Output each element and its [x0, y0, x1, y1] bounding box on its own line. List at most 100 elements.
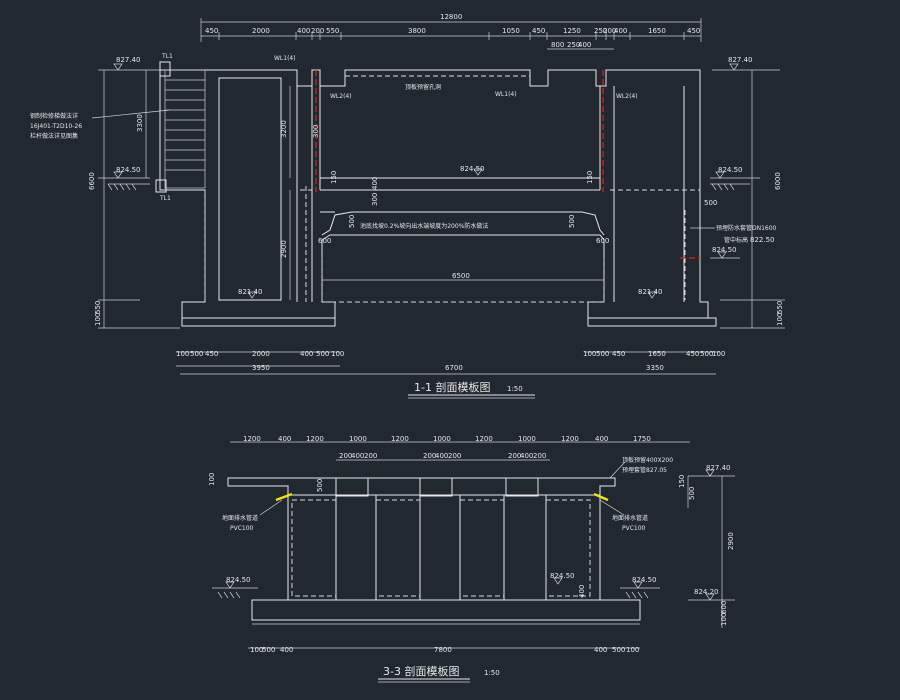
- top-slab-33: [227, 477, 616, 496]
- footing-33: [251, 599, 641, 621]
- elev-triangle: [715, 171, 725, 179]
- top-dim-6: 1050: [502, 27, 520, 35]
- bl-total: 3950: [252, 364, 270, 372]
- note-pipe-1: 预埋防水套管DN1600: [716, 224, 777, 232]
- elev-pipe-2: 824.50: [712, 246, 737, 254]
- bl-dim-2: 450: [205, 350, 218, 358]
- ground-hatch: [107, 183, 137, 191]
- haunch-left: 600: [318, 237, 331, 245]
- br-dim-4: 450: [686, 350, 699, 358]
- note-hole-1: 顶板预留400X200: [622, 456, 673, 464]
- note-pvc-l-2: PVC100: [230, 525, 254, 532]
- dim-100-33: 100: [208, 473, 216, 486]
- bc-total: 6700: [445, 364, 463, 372]
- br-dim-6: 100: [712, 350, 725, 358]
- pvc-left: [275, 492, 293, 502]
- ground-hatch: [711, 183, 735, 191]
- elev-triangle: [633, 581, 643, 589]
- rd-0: 100: [720, 613, 728, 626]
- top-dim2-2: 400: [578, 41, 591, 49]
- t33-7: 1000: [518, 435, 536, 443]
- left-chamber: [218, 77, 282, 301]
- dim-400-33: 400: [578, 585, 586, 598]
- elev-left-33: 824.50: [226, 576, 251, 584]
- bottom-left-b: 550: [94, 301, 102, 314]
- section-1-1-scale: 1:50: [507, 385, 523, 393]
- br-dim-3: 1650: [648, 350, 666, 358]
- t33-5: 1000: [433, 435, 451, 443]
- bottom-right-a: 100: [776, 313, 784, 326]
- sa-2: 200: [364, 452, 377, 460]
- dim-500-c: 500: [704, 199, 717, 207]
- elev-triangle: [717, 251, 727, 259]
- t33-10: 1750: [633, 435, 651, 443]
- elev-right-top: 827.40: [728, 56, 753, 64]
- elev-bottom-right-33: 824.20: [694, 588, 719, 596]
- elev-pipe: 822.50: [750, 236, 775, 244]
- stair-foot: [155, 179, 167, 193]
- top-dim2-0: 800: [551, 41, 564, 49]
- stair-post: [159, 61, 171, 77]
- br-total: 3350: [646, 364, 664, 372]
- elev-left-top: 827.40: [116, 56, 141, 64]
- elev-triangle: [473, 168, 483, 176]
- bl-dim-5: 500: [316, 350, 329, 358]
- note-wall: 顶板预留孔洞: [405, 83, 441, 91]
- note-stair-1: 钢制检修梯做法详: [30, 112, 78, 120]
- elev-triangle: [113, 171, 123, 179]
- bd-l-0: 100: [250, 646, 263, 654]
- sa-0: 200: [339, 452, 352, 460]
- sb-0: 200: [423, 452, 436, 460]
- elev-triangle: [705, 469, 715, 477]
- top-dim-4: 550: [326, 27, 339, 35]
- top-dim-0: 450: [205, 27, 218, 35]
- br-dim-2: 450: [612, 350, 625, 358]
- top-total-dim: 12800: [440, 13, 462, 21]
- dim-2900: 2900: [727, 532, 735, 550]
- top-dim-11: 400: [614, 27, 627, 35]
- slab-openings: [335, 477, 539, 497]
- pvc-right: [593, 492, 609, 502]
- ground-hatch: [625, 591, 649, 599]
- span-inner: 6500: [452, 272, 470, 280]
- dim-150: 150: [330, 171, 338, 184]
- t33-9: 400: [595, 435, 608, 443]
- bl-dim-4: 400: [300, 350, 313, 358]
- note-pvc-r-2: PVC100: [622, 525, 646, 532]
- t33-6: 1200: [475, 435, 493, 443]
- elev-top-right-33: 827.40: [706, 464, 731, 472]
- elev-right-33: 824.50: [632, 576, 657, 584]
- tag-wl1-left: WL1(4): [274, 55, 296, 62]
- section-3-3-scale: 1:50: [484, 669, 500, 677]
- piers-33: [335, 495, 547, 600]
- tag-wl2-right: WL2(4): [616, 93, 638, 100]
- note-pipe-2: 管中标高: [724, 236, 748, 244]
- elev-triangle: [113, 63, 123, 71]
- note-pvc-r-1: 地面排水管道: [612, 514, 648, 522]
- elev-center: 824.50: [460, 165, 485, 173]
- elev-bottom-right: 821.40: [638, 288, 663, 296]
- section-1-1: 12800 450 2000 400 200 550 3800 1050 450…: [30, 13, 785, 399]
- top-dim-13: 450: [687, 27, 700, 35]
- bl-dim-6: 100: [331, 350, 344, 358]
- top-dim-10: 200: [603, 27, 616, 35]
- structure-outline: [159, 69, 709, 319]
- bd-total: 7800: [434, 646, 452, 654]
- tag-tl1: TL1: [161, 53, 173, 60]
- left-footing: [181, 318, 336, 327]
- note-stair-2: 16J401-T2D10-26: [30, 123, 82, 130]
- elev-triangle: [553, 577, 563, 585]
- dim-500-a: 500: [348, 215, 356, 228]
- bd-l-1: 500: [262, 646, 275, 654]
- bl-dim-1: 500: [190, 350, 203, 358]
- elev-triangle: [647, 291, 657, 299]
- elev-mid-33: 824.50: [550, 572, 575, 580]
- t33-0: 1200: [243, 435, 261, 443]
- haunch-right: 600: [596, 237, 609, 245]
- tag-wl2-left: WL2(4): [330, 93, 352, 100]
- dim-500-b: 500: [568, 215, 576, 228]
- left-height: 6600: [88, 172, 96, 190]
- dim-500-33b: 500: [316, 479, 324, 492]
- stair-hatch: [164, 69, 206, 189]
